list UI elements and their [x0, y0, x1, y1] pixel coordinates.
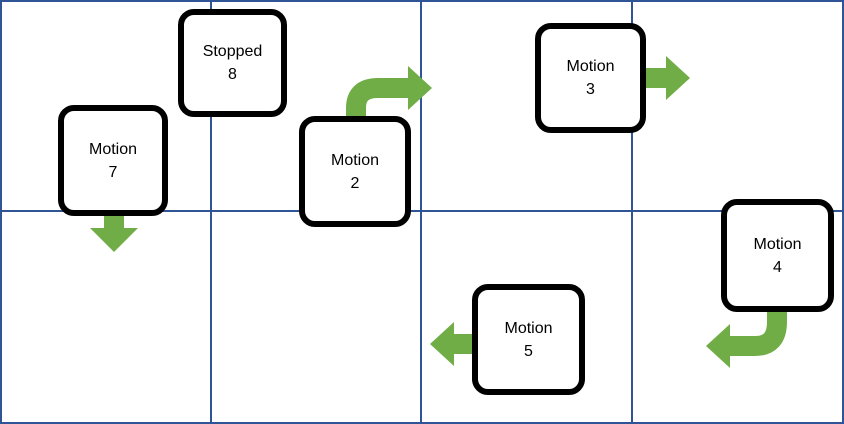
- object-box-motion-5: Motion 5: [472, 284, 585, 395]
- arrow-down-left-icon: [728, 306, 787, 356]
- object-id-label: 2: [350, 174, 360, 192]
- arrow-right-icon: [646, 56, 690, 100]
- object-id-label: 5: [524, 342, 533, 360]
- object-id-label: 8: [228, 66, 237, 83]
- object-state-label: Motion: [566, 58, 615, 75]
- arrow-up-right-icon: [346, 78, 410, 122]
- object-box-stopped-8: Stopped 8: [178, 9, 287, 117]
- object-id-label: 3: [586, 81, 595, 98]
- object-box-motion-2: Motion 2: [299, 116, 411, 227]
- arrow-down-left-head: [706, 324, 730, 368]
- object-box-motion-3: Motion 3: [535, 23, 646, 133]
- object-state-label: Motion: [88, 140, 138, 158]
- object-state-label: Motion: [504, 319, 553, 337]
- arrow-down-icon: [90, 212, 138, 252]
- arrow-up-right-head: [408, 66, 432, 110]
- object-box-motion-4: Motion 4: [721, 199, 834, 312]
- object-box-motion-7: Motion 7: [58, 105, 168, 216]
- object-id-label: 4: [773, 258, 782, 276]
- object-state-label: Motion: [753, 235, 802, 253]
- arrow-left-icon: [430, 322, 474, 366]
- object-state-label: Stopped: [202, 43, 263, 60]
- object-state-label: Motion: [330, 151, 380, 169]
- object-id-label: 7: [108, 163, 118, 181]
